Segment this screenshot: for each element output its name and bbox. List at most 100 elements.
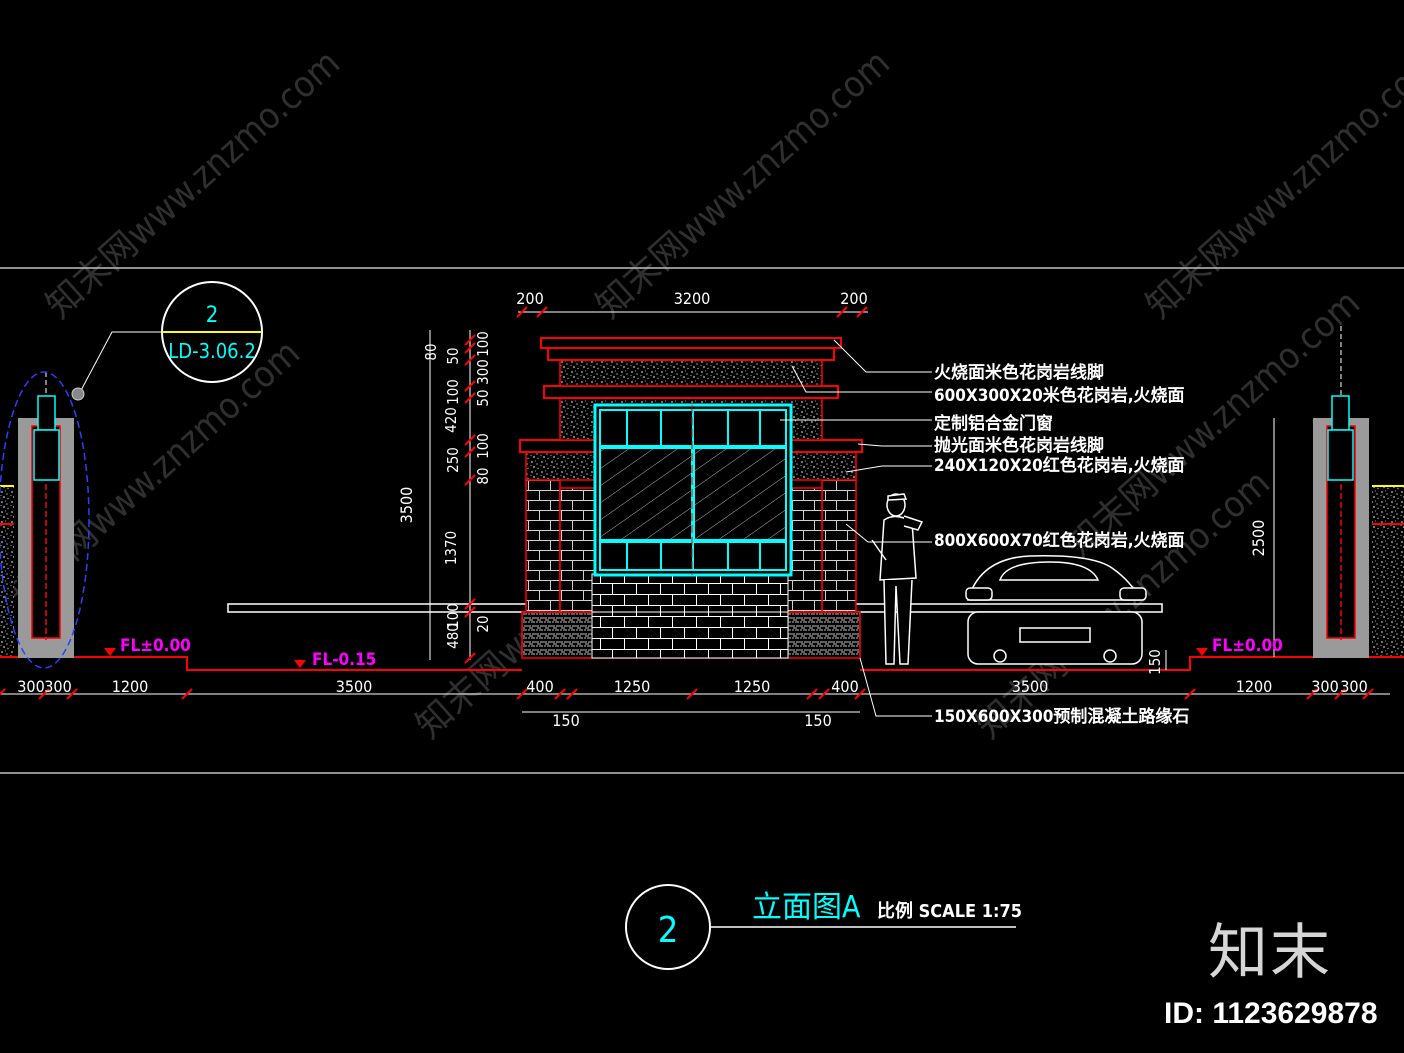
left-gate-pillar <box>0 371 90 669</box>
dim-tick <box>464 354 476 366</box>
dim-tick <box>1362 688 1374 700</box>
bottom-dim-label: 300 <box>17 677 44 696</box>
bottom-dim-label: 1250 <box>614 677 651 696</box>
image-id-label: ID: 1123629878 <box>1164 997 1378 1030</box>
guardhouse-elevation <box>519 337 863 659</box>
dim-tick <box>464 598 476 610</box>
watermark-text: 知末网www.znzmo.com <box>39 43 348 327</box>
dim-tick <box>1184 688 1196 700</box>
level-left: FL±0.00 <box>120 636 191 656</box>
person-figure <box>871 493 924 665</box>
material-annotation: 800X600X70红色花岗岩,火烧面 <box>934 530 1185 551</box>
bottom-dim-label: 1250 <box>734 677 771 696</box>
dimension-ticks <box>0 306 1374 700</box>
title-block <box>625 884 1016 970</box>
dim-tick <box>464 380 476 392</box>
dim-tick <box>181 688 193 700</box>
vertical-dim-label: 420 <box>442 407 460 433</box>
material-annotation: 抛光面米色花岗岩线脚 <box>934 435 1104 456</box>
dim-tick <box>464 606 476 618</box>
callout-sheet-ref: LD-3.06.2 <box>168 339 256 363</box>
dim-tick <box>818 688 830 700</box>
dim-tick <box>516 306 528 318</box>
dim-tick <box>1306 688 1318 700</box>
vertical-dim-label: 50 <box>444 347 462 364</box>
bottom-dim-label: 400 <box>831 677 858 696</box>
sub-dim-left: 150 <box>552 711 579 730</box>
vertical-dim-label: 20 <box>474 615 492 632</box>
dim-tick <box>686 688 698 700</box>
vertical-dim-label: 300 <box>474 359 492 385</box>
material-annotation: 150X600X300预制混凝土路缘石 <box>934 706 1189 727</box>
bottom-dim-label: 3500 <box>1012 677 1049 696</box>
sub-dim-right: 150 <box>804 711 831 730</box>
level-marker-triangles <box>104 648 1208 668</box>
vertical-dim-label: 1370 <box>442 531 460 565</box>
material-annotation: 火烧面米色花岗岩线脚 <box>934 362 1104 383</box>
dim-tick <box>806 688 818 700</box>
dim-tick <box>0 688 6 696</box>
section-callout <box>71 281 263 401</box>
vertical-dim-label: 250 <box>444 447 462 473</box>
dim-tick <box>38 688 50 700</box>
dim-tick <box>464 434 476 446</box>
vertical-dim-label: 100 <box>474 433 492 459</box>
material-annotation: 600X300X20米色花岗岩,火烧面 <box>934 385 1185 406</box>
watermark-text: 知末网www.znzmo.com <box>589 43 898 327</box>
dim-tick <box>464 446 476 458</box>
dim-tick <box>464 474 476 486</box>
level-right: FL±0.00 <box>1212 636 1283 656</box>
title-name: 立面图A <box>752 890 861 925</box>
vertical-dim-label: 100 <box>444 379 462 405</box>
top-dim-right: 200 <box>840 289 867 308</box>
bottom-dim-label: 1200 <box>1236 677 1273 696</box>
callout-number: 2 <box>206 303 219 328</box>
dim-tick <box>464 652 476 664</box>
watermark-text: 知末网www.znzmo.com <box>1139 43 1404 327</box>
vertical-dim-label: 100 <box>444 603 462 629</box>
bottom-dim-label: 300 <box>44 677 71 696</box>
dim-tick <box>836 306 848 318</box>
level-road: FL-0.15 <box>312 650 376 670</box>
dim-tick <box>1334 688 1346 700</box>
dim-tick <box>856 306 868 318</box>
material-annotation: 240X120X20红色花岗岩,火烧面 <box>934 455 1185 476</box>
dim-tick <box>566 688 578 700</box>
title-number: 2 <box>658 910 679 951</box>
dimension-lines <box>0 311 1390 713</box>
material-annotations: 火烧面米色花岗岩线脚600X300X20米色花岗岩,火烧面定制铝合金门窗抛光面米… <box>934 362 1189 727</box>
dim-tick <box>516 688 528 700</box>
bottom-dim-label: 300 <box>1340 677 1367 696</box>
vertical-dim-label: 100 <box>474 331 492 357</box>
vertical-dim-label: 480 <box>444 623 462 649</box>
curb-height-dim: 150 <box>1146 649 1164 675</box>
title-scale: 比例 SCALE 1:75 <box>877 900 1022 922</box>
vertical-dim-label: 50 <box>474 389 492 406</box>
dim-tick <box>554 688 566 700</box>
dim-tick <box>536 306 548 318</box>
leader-lines <box>77 331 932 717</box>
dim-tick <box>66 688 78 700</box>
vertical-dim-label: 80 <box>474 467 492 484</box>
bottom-dim-label: 3500 <box>336 677 373 696</box>
overall-height-right: 2500 <box>1249 520 1268 557</box>
vertical-dim-label: 80 <box>422 343 440 360</box>
overall-height-left: 3500 <box>397 487 416 524</box>
material-annotation: 定制铝合金门窗 <box>934 413 1053 434</box>
brand-logo-text: 知末 <box>1208 918 1332 988</box>
dim-tick <box>464 342 476 354</box>
car-figure <box>965 555 1147 665</box>
dim-tick <box>464 334 476 346</box>
bottom-dim-label: 400 <box>526 677 553 696</box>
top-dim-center: 3200 <box>674 289 711 308</box>
bottom-dim-label: 300 <box>1311 677 1338 696</box>
top-dim-left: 200 <box>516 289 543 308</box>
bottom-dim-label: 1200 <box>112 677 149 696</box>
right-gate-pillar <box>1313 326 1404 658</box>
dim-tick <box>464 392 476 404</box>
dim-tick <box>854 688 866 700</box>
ground-profile <box>0 656 1404 671</box>
